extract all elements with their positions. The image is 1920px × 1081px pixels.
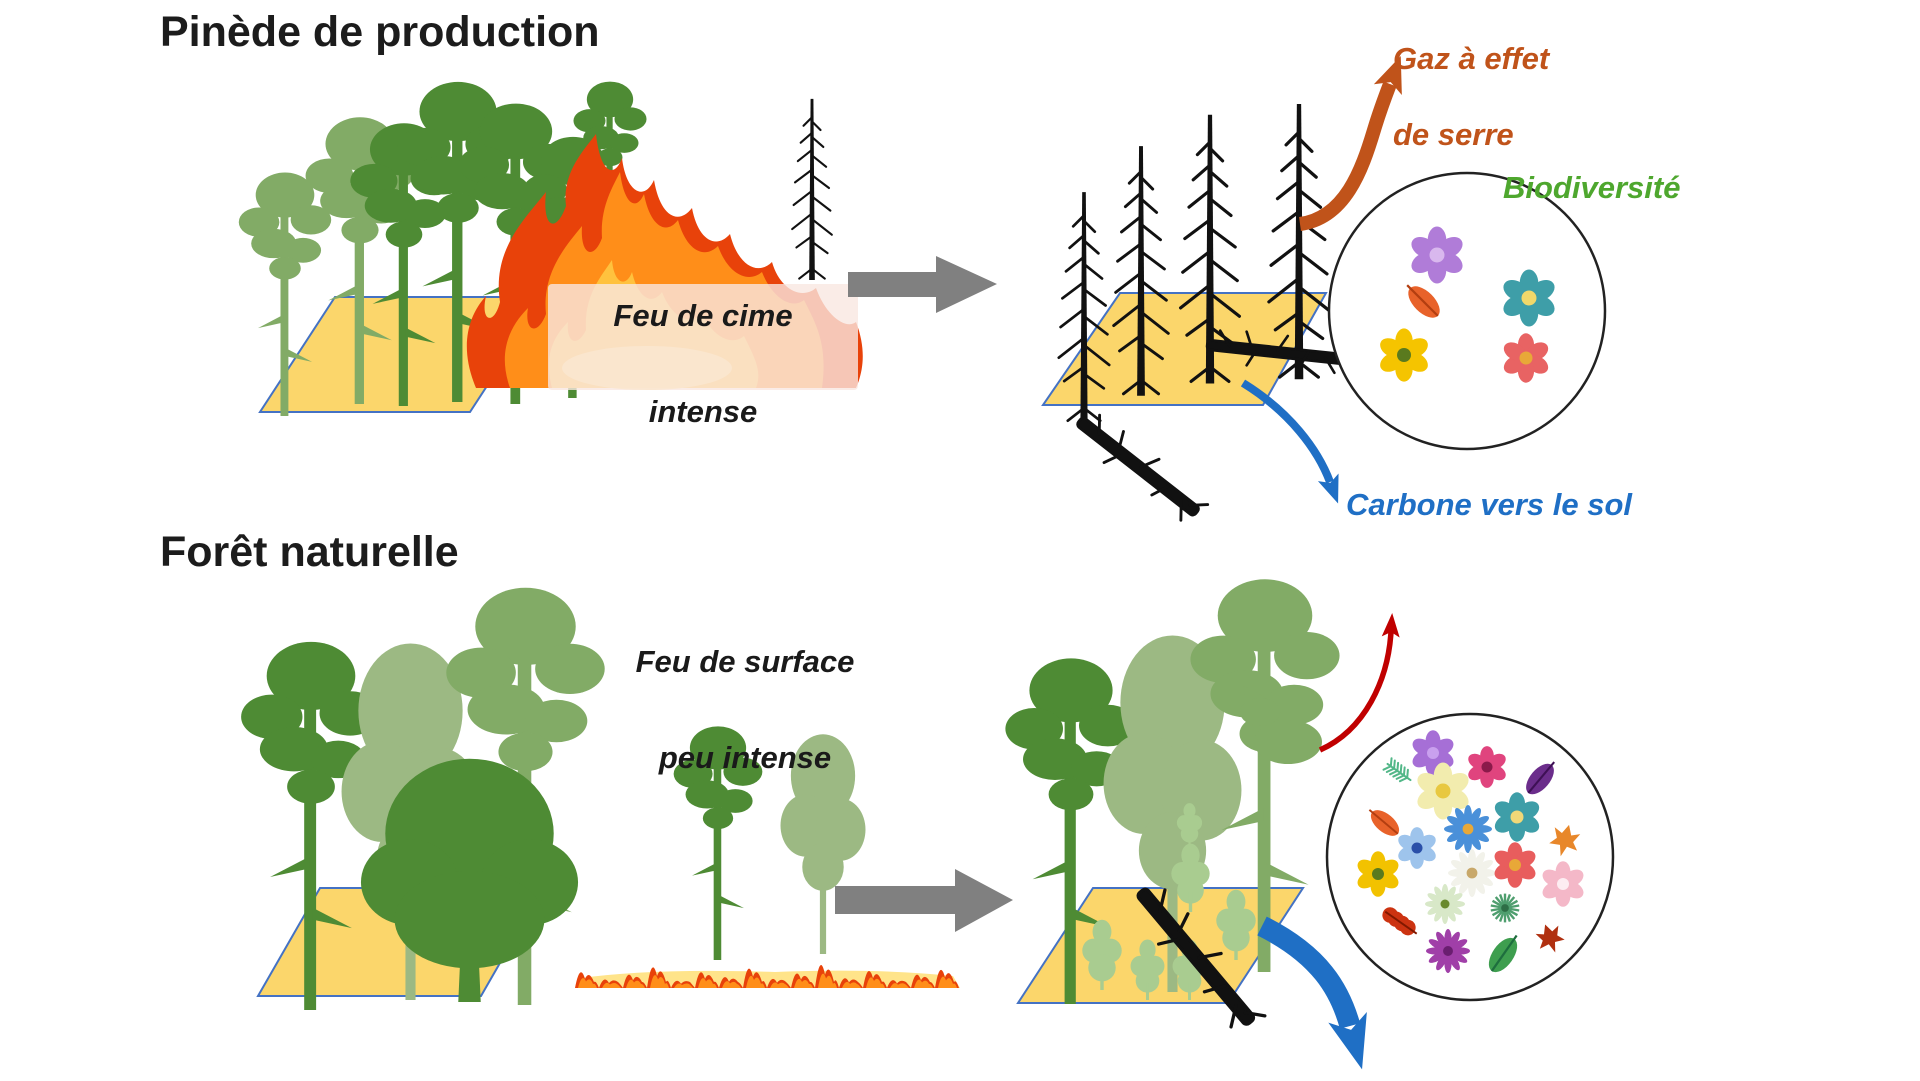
blue-flower: [1443, 805, 1493, 853]
fallen-log: [1067, 404, 1213, 531]
red-maple-leaf: [1535, 924, 1565, 953]
crown-fire-label: Feu de cime intense: [613, 298, 793, 430]
resilient-mixed-forest: [1005, 579, 1340, 1004]
orange-leaf: [1368, 809, 1400, 836]
green-leaf: [1488, 934, 1518, 973]
green-pinwheel: [1490, 893, 1520, 923]
branch-foliage: [1240, 698, 1280, 726]
biodiversity-items-low: [1380, 226, 1555, 383]
biodiversity-circle-low: [1327, 171, 1607, 451]
surface-fire-label: Feu de surface peu intense: [635, 644, 855, 776]
red-oak-leaf: [1382, 907, 1418, 936]
yellow-flower: [1357, 851, 1399, 897]
white-daisy: [1447, 849, 1497, 897]
orange-flower: [1549, 824, 1581, 857]
biodiversity-items-high: [1357, 730, 1584, 973]
olive-flower: [1425, 884, 1465, 924]
coral-flower: [1503, 333, 1549, 383]
light-blue-flower: [1398, 827, 1436, 869]
carbon-to-soil-arrow-thin: [1240, 379, 1339, 504]
orange-leaf: [1406, 284, 1440, 318]
branch-foliage: [1254, 720, 1322, 764]
carbon-to-soil-arrow-thick: [1257, 916, 1367, 1070]
natural-forest-title: Forêt naturelle: [160, 528, 459, 576]
burned-forest-plot: [1041, 292, 1328, 406]
pale-yellow-flower: [1417, 762, 1469, 820]
red-flower: [1494, 842, 1536, 888]
surface-fire-icon: [575, 964, 960, 988]
teal-flower: [1503, 269, 1555, 327]
green-fern: [1382, 757, 1412, 783]
production-forest-title: Pinède de production: [160, 8, 600, 56]
purple-leaf: [1526, 761, 1556, 795]
small-emission-arrow: [1318, 613, 1400, 753]
transition-arrow-top: [848, 256, 997, 313]
transition-arrow-bottom: [835, 869, 1013, 932]
biodiversity-label: Biodiversité: [1503, 170, 1681, 205]
purple-daisy: [1425, 929, 1471, 973]
magenta-flower: [1468, 746, 1506, 788]
purple-flower: [1411, 226, 1463, 284]
greenhouse-gas-label: Gaz à effet de serre: [1393, 41, 1550, 152]
teal-flower: [1494, 792, 1540, 842]
dead-tree: [791, 97, 833, 280]
carbon-to-soil-label: Carbone vers le sol: [1346, 487, 1633, 522]
yellow-flower: [1380, 328, 1428, 382]
greenhouse-gas-arrow: [1298, 55, 1402, 231]
fire-label-backdrop: [548, 284, 858, 390]
pink-flower: [1542, 861, 1584, 907]
